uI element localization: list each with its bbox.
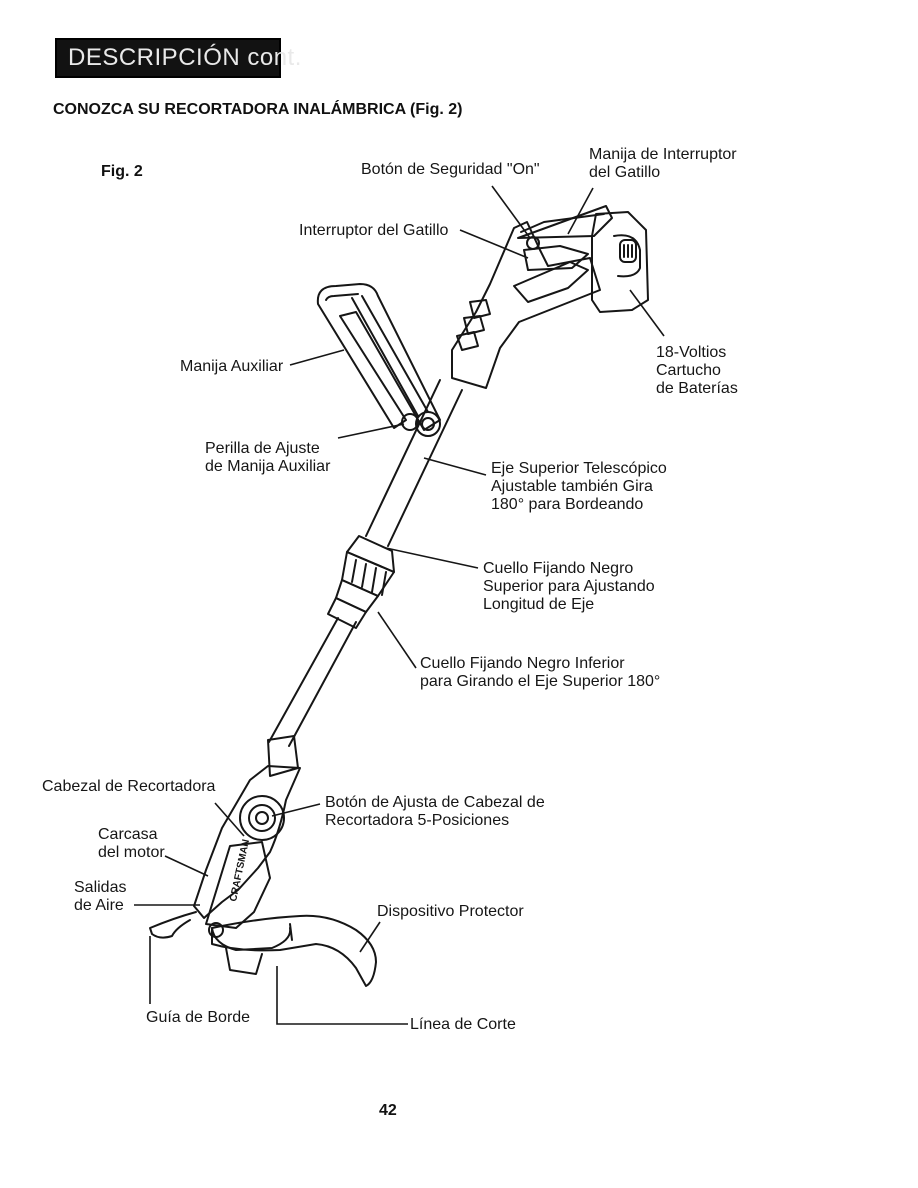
label-line: Manija de Interruptor: [589, 146, 737, 163]
section-banner-text: DESCRIPCIÓN cont.: [68, 44, 302, 71]
label-line: Cuello Fijando Negro Inferior: [420, 655, 625, 672]
label-line: Eje Superior Telescópico: [491, 460, 667, 477]
label-manija-interruptor: Manija de Interruptor del Gatillo: [589, 146, 737, 182]
label-line: Longitud de Eje: [483, 596, 595, 613]
protective-guard: [211, 914, 377, 987]
label-boton-cabezal: Botón de Ajusta de Cabezal de Recortador…: [325, 794, 545, 830]
trimmer-head: [149, 735, 301, 975]
label-manija-auxiliar: Manija Auxiliar: [180, 358, 284, 375]
trigger-switch: [523, 236, 589, 271]
label-line: 180° para Bordeando: [491, 496, 644, 513]
label-line: del motor: [98, 844, 165, 861]
label-interruptor-gatillo: Interruptor del Gatillo: [299, 222, 449, 239]
label-line: 18-Voltios: [656, 344, 727, 361]
label-bateria: 18-Voltios Cartucho de Baterías: [656, 344, 738, 398]
page-number: 42: [379, 1102, 397, 1119]
label-line: del Gatillo: [589, 164, 661, 181]
label-guia-borde: Guía de Borde: [146, 1009, 251, 1026]
upper-collar: [341, 535, 395, 597]
label-perilla-ajuste: Perilla de Ajuste de Manija Auxiliar: [205, 440, 330, 476]
label-linea-corte: Línea de Corte: [410, 1016, 516, 1033]
label-salidas-aire: Salidas de Aire: [74, 879, 126, 915]
battery-pack: [591, 211, 649, 313]
label-line: Recortadora 5-Posiciones: [325, 812, 510, 829]
label-line: Perilla de Ajuste: [205, 440, 320, 457]
upper-shaft: [365, 379, 463, 547]
callout-leaders: [134, 185, 665, 1025]
label-cuello-superior: Cuello Fijando Negro Superior para Ajust…: [483, 560, 655, 614]
section-heading: CONOZCA SU RECORTADORA INALÁMBRICA (Fig.…: [53, 101, 463, 118]
label-line: de Baterías: [656, 380, 738, 397]
label-line: Ajustable también Gira: [491, 478, 653, 495]
label-line: Botón de Ajusta de Cabezal de: [325, 794, 545, 811]
lower-shaft: [268, 617, 357, 747]
label-line: de Manija Auxiliar: [205, 458, 331, 475]
label-line: Superior para Ajustando: [483, 578, 655, 595]
label-line: de Aire: [74, 897, 124, 914]
craftsman-logo: CRAFTSMAN: [228, 838, 252, 902]
label-carcasa-motor: Carcasa del motor: [98, 826, 165, 862]
label-cabezal: Cabezal de Recortadora: [42, 778, 216, 795]
figure-label: Fig. 2: [101, 163, 143, 180]
label-line: Salidas: [74, 879, 127, 896]
label-line: para Girando el Eje Superior 180°: [420, 673, 661, 690]
label-eje-superior: Eje Superior Telescópico Ajustable tambi…: [491, 460, 667, 514]
handle-housing: [451, 205, 613, 389]
section-banner: DESCRIPCIÓN cont.: [55, 38, 301, 78]
label-dispositivo-protector: Dispositivo Protector: [377, 903, 524, 920]
label-line: Cuello Fijando Negro: [483, 560, 634, 577]
label-line: Carcasa: [98, 826, 158, 843]
label-line: Cartucho: [656, 362, 721, 379]
auxiliary-handle: [316, 283, 441, 437]
label-boton-seguridad: Botón de Seguridad "On": [361, 161, 540, 178]
label-cuello-inferior: Cuello Fijando Negro Inferior para Giran…: [420, 655, 660, 691]
